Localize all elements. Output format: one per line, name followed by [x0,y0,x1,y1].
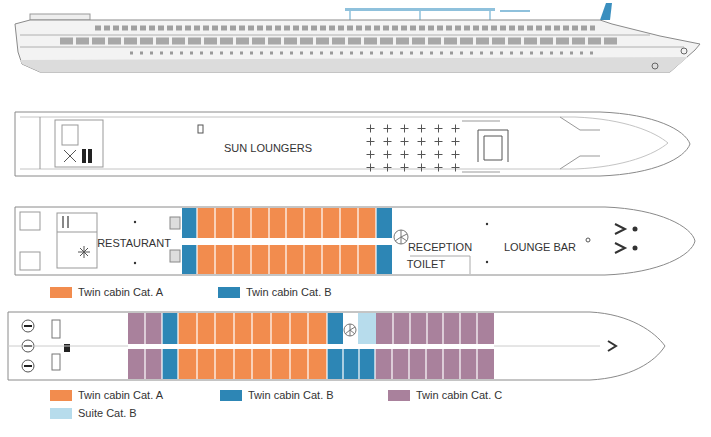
ship-drawing [162,349,178,379]
main-deck-details [20,208,638,274]
ship-drawing [95,26,595,31]
legend-label: Twin cabin Cat. B [248,389,334,402]
ship-drawing [376,313,494,344]
legend-swatch [50,390,72,401]
legend-label: Twin cabin Cat. C [416,389,502,402]
legend-swatch [388,390,410,401]
ship-drawing [78,246,90,258]
legend-swatch [50,287,72,298]
ship-drawing [8,346,600,347]
ship-drawing [345,324,355,336]
deck-hull [15,110,690,178]
ship-drawing [60,38,620,45]
ship-drawing [64,344,70,352]
ship-drawing [633,227,638,232]
ship-drawing [560,117,600,169]
ship-drawing [327,349,375,379]
deck-outline: RESTAURANT RECEPTION LOUNGE BAR TOILET [15,205,697,277]
area-label: LOUNGE BAR [504,241,576,254]
area-label: RESTAURANT [97,237,171,250]
area-label: RECEPTION [408,241,472,254]
legend-label: Twin cabin Cat. A [78,389,163,402]
sun-deck-details [20,117,668,174]
legend-swatch [218,287,240,298]
ship-drawing [615,224,625,253]
ship-drawing [182,208,197,238]
ship-drawing [197,208,376,274]
ship-drawing [82,149,86,163]
ship-drawing [198,125,203,133]
ship-drawing [462,121,500,172]
ship-drawing [30,14,90,20]
ship-drawing [500,10,530,12]
area-label: TOILET [407,258,445,271]
ship-drawing [145,313,477,379]
ship-drawing [681,48,687,54]
ship-drawing [376,208,392,238]
ship-drawing [57,213,97,268]
ship-drawing [62,216,64,228]
lower-deck [8,312,665,380]
ship-drawing [170,217,180,229]
ship-drawing [134,262,136,264]
ship-drawing [67,216,69,228]
ship-drawing [20,57,688,72]
legend-label: Twin cabin Cat. B [246,286,332,299]
ship-drawing [375,349,494,379]
ship-drawing [162,313,178,344]
ship-drawing [608,341,616,351]
ship-drawing [130,52,600,55]
ship-drawing [486,223,488,225]
ship-drawing [20,212,40,230]
ship-drawing [52,320,60,338]
ship-drawing [350,11,490,20]
ship-drawing [88,149,92,163]
hull-outline [15,112,690,176]
ship-drawing [344,324,356,336]
side-view [15,3,700,72]
ship-drawing [362,122,464,174]
hull-outline [15,207,695,275]
area-label: SUN LOUNGERS [224,142,312,155]
legend-label: Suite Cat. B [78,407,137,420]
ship-drawing [57,232,97,233]
ship-drawing [633,246,638,251]
deck-outline: SUN LOUNGERS [15,110,690,178]
ship-drawing [62,125,78,145]
ship-drawing [358,313,376,344]
ship-drawing [586,238,590,242]
ship-drawing [170,250,180,262]
ship-drawing [20,252,40,270]
legend-swatch [50,408,72,419]
ship-drawing [52,354,60,370]
ship-drawing [134,221,136,223]
ship-drawing [8,312,665,380]
ship-drawing [20,35,684,47]
ship-drawing [327,313,343,344]
ship-drawing [486,261,488,263]
ship-drawing [64,150,76,162]
ship-drawing [600,3,612,20]
legend-swatch [220,390,242,401]
ship-drawing [652,63,658,69]
ship-drawing [394,230,408,244]
ship-drawing [376,245,392,274]
ship-drawing [395,230,407,244]
ship-drawing [478,130,508,162]
ship-drawing [20,117,668,169]
ship-drawing [15,20,700,72]
ship-drawing [40,117,41,169]
ship-drawing [182,245,197,274]
ship-drawing [345,8,495,11]
legend-label: Twin cabin Cat. A [78,286,163,299]
ship-drawing [55,120,103,167]
